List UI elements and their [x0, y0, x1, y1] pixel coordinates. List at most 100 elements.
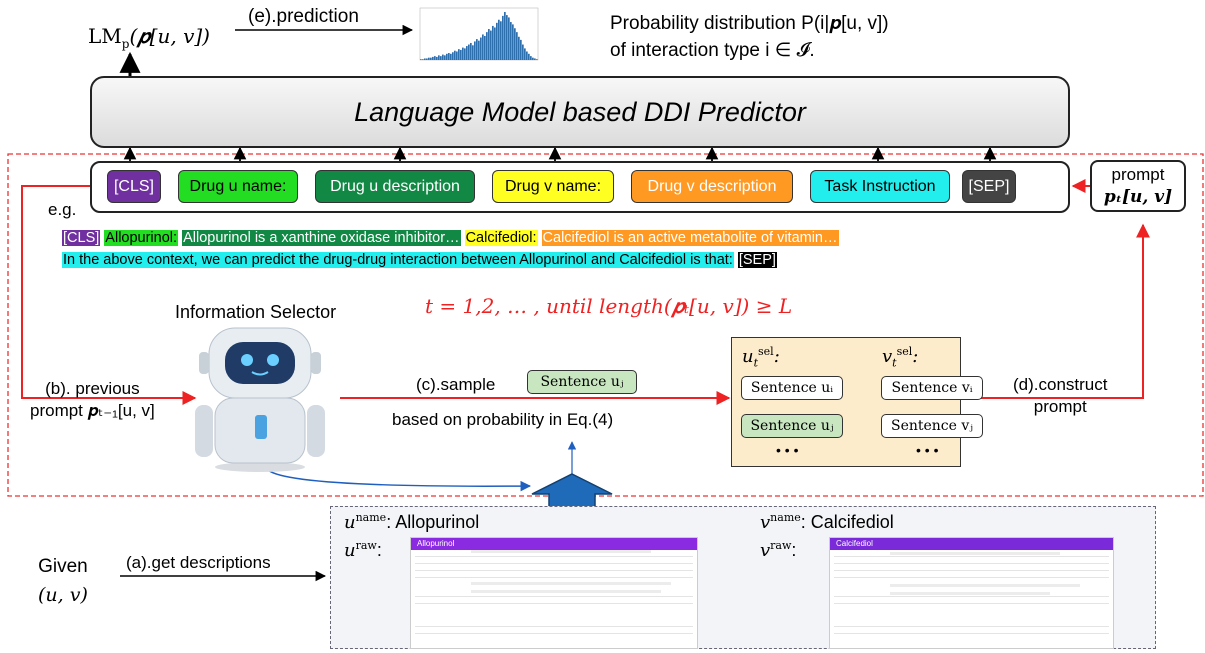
histogram-bar: [530, 56, 532, 60]
prediction-label: (e).prediction: [248, 6, 359, 27]
sample-label: (c).sample: [416, 375, 496, 394]
histogram-bar: [486, 32, 488, 60]
histogram-bar: [512, 24, 514, 60]
token-u-desc: Drug u description: [315, 170, 475, 203]
histogram-bar: [434, 56, 436, 60]
histogram-bar: [476, 39, 478, 60]
histogram-bar: [496, 22, 498, 60]
construct-arrow: [961, 223, 1150, 399]
histogram-bar: [464, 48, 466, 60]
histogram-bar: [482, 34, 484, 60]
v-sentence-i: Sentence vᵢ: [881, 376, 983, 400]
v-sentence-j: Sentence vⱼ: [881, 414, 983, 438]
histogram-bar: [504, 12, 506, 60]
v-sel-heading: vtsel:: [882, 345, 919, 370]
selector-to-source-arrow: [267, 469, 532, 492]
u-raw-page-thumbnail: Allopurinol: [410, 537, 698, 649]
histogram-bar: [532, 57, 534, 60]
token-u-name: Drug u name:: [178, 170, 298, 203]
histogram-bar: [490, 30, 492, 60]
histogram-bar: [444, 55, 446, 60]
get-descriptions-label: (a).get descriptions: [126, 553, 271, 572]
v-name-label: vname: Calcifediol: [760, 511, 894, 533]
histogram-bar: [462, 47, 464, 60]
histogram-bar: [488, 29, 490, 60]
token-task: Task Instruction: [810, 170, 950, 203]
histogram-bar: [454, 50, 456, 60]
token-v-name: Drug v name:: [492, 170, 614, 203]
histogram-bar: [430, 57, 432, 60]
u-sentence-j: Sentence uⱼ: [741, 414, 843, 438]
u-ellipsis: • • •: [776, 442, 799, 458]
histogram-bar: [498, 19, 500, 61]
histogram-bar: [432, 56, 434, 60]
probability-histogram: [419, 7, 539, 61]
histogram-bar: [440, 56, 442, 60]
token-v-desc: Drug v description: [631, 170, 793, 203]
histogram-bar: [460, 49, 462, 60]
loop-condition: t = 1,2, … , until length(𝒑ₜ[u, v]) ≥ L: [425, 294, 793, 318]
lm-output-label: LMp(𝒑[u, v]): [88, 24, 210, 51]
histogram-bar: [468, 44, 470, 60]
example-line-2: In the above context, we can predict the…: [62, 252, 777, 268]
histogram-bar: [428, 57, 430, 60]
ddi-predictor: Language Model based DDI Predictor: [90, 76, 1070, 148]
given-label: Given (u, v): [38, 556, 88, 606]
histogram-bar: [448, 53, 450, 60]
histogram-bar: [494, 27, 496, 60]
selected-sentences-box: [731, 337, 961, 467]
histogram-bar: [510, 22, 512, 61]
big-up-arrow: [531, 473, 613, 508]
histogram-bar: [424, 58, 426, 60]
histogram-bar: [480, 37, 482, 60]
u-sentence-i: Sentence uᵢ: [741, 376, 843, 400]
histogram-bar: [520, 39, 522, 60]
histogram-bar: [524, 48, 526, 60]
probability-caption: Probability distribution P(i|𝒑[u, v]) of…: [610, 13, 889, 61]
token-cls: [CLS]: [107, 170, 161, 203]
histogram-bar: [420, 59, 422, 60]
token-arrows: [123, 146, 997, 161]
u-raw-label: uraw:: [344, 539, 382, 561]
histogram-bar: [426, 58, 428, 60]
v-raw-page-thumbnail: Calcifediol: [829, 537, 1114, 649]
histogram-bar: [422, 59, 424, 60]
histogram-bar: [466, 46, 468, 60]
histogram-bar: [506, 15, 508, 61]
previous-prompt-arrow: [21, 185, 197, 405]
histogram-bar: [514, 28, 516, 60]
histogram-bar: [470, 42, 472, 60]
sampled-sentence: Sentence uⱼ: [527, 370, 637, 394]
histogram-bar: [534, 58, 536, 60]
construct-prompt-label: (d).construct prompt: [1013, 375, 1108, 416]
histogram-bar: [478, 40, 480, 60]
histogram-bar: [456, 51, 458, 60]
histogram-bar: [522, 44, 524, 60]
histogram-bar: [484, 36, 486, 60]
histogram-bar: [528, 53, 530, 60]
histogram-bar: [502, 15, 504, 61]
sample-sub-label: based on probability in Eq.(4): [392, 410, 614, 429]
histogram-bar: [450, 53, 452, 60]
previous-prompt-label: (b). previous prompt 𝒑ₜ₋₁[u, v]: [30, 379, 155, 420]
v-ellipsis: • • •: [916, 442, 939, 458]
histogram-bar: [474, 41, 476, 60]
robot-icon: [195, 327, 325, 472]
example-line-1: [CLS] Allopurinol: Allopurinol is a xant…: [62, 230, 839, 246]
histogram-bar: [438, 55, 440, 60]
histogram-bar: [516, 32, 518, 60]
histogram-bar: [500, 21, 502, 60]
histogram-bar: [436, 56, 438, 60]
eg-label: e.g.: [48, 200, 77, 219]
histogram-bar: [472, 45, 474, 60]
v-raw-label: vraw:: [760, 539, 797, 561]
prompt-t-box: prompt 𝒑ₜ[u, v]: [1090, 160, 1186, 212]
histogram-bar: [442, 54, 444, 60]
token-sep: [SEP]: [962, 170, 1016, 203]
histogram-bar: [518, 36, 520, 60]
histogram-bar: [452, 52, 454, 60]
histogram-bar: [526, 51, 528, 60]
selector-label: Information Selector: [175, 302, 337, 322]
histogram-bar: [508, 17, 510, 61]
